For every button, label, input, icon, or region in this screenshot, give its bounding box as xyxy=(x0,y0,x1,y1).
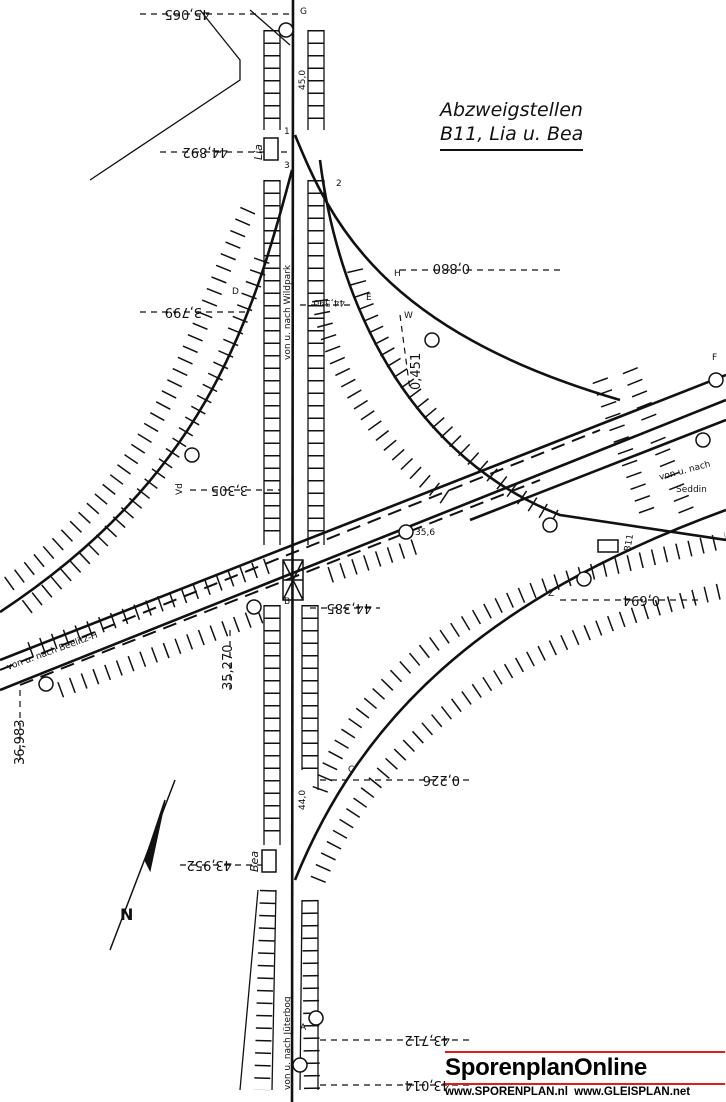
logo-name: SporenplanOnline xyxy=(445,1054,647,1081)
switch-3: 3 xyxy=(284,161,290,171)
station-bea: Bea xyxy=(248,851,261,872)
sporenplan-logo: SporenplanOnline www.SPORENPLAN.nl www.G… xyxy=(445,1050,725,1098)
km-marker: 0,880 xyxy=(433,260,470,275)
km-marker: 44,892 xyxy=(183,144,229,159)
km-marker: 0,451 xyxy=(409,353,424,390)
signal-f: F xyxy=(712,353,717,363)
north-label: N xyxy=(120,905,133,924)
switch-1: 1 xyxy=(284,127,290,137)
direction-jueterbog: von u. nach Jüterbog xyxy=(283,996,293,1090)
embankment xyxy=(0,30,726,1091)
signal-e: E xyxy=(366,293,372,303)
signal-h: H xyxy=(394,269,401,279)
direction-wildpark: von u. nach Wildpark xyxy=(283,264,293,360)
km-marker: 36,983 xyxy=(13,720,28,766)
km-marker: 43,014 xyxy=(405,1077,451,1092)
km-marker: 35,270 xyxy=(221,645,236,691)
logo-rule xyxy=(445,1083,725,1085)
logo-url-gleisplan[interactable]: www.GLEISPLAN.net xyxy=(574,1086,691,1098)
km-marker: 3,799 xyxy=(165,304,202,319)
km-marker: 43,712 xyxy=(405,1032,451,1047)
km-marker: 44,590 xyxy=(313,297,345,307)
signal-a: A xyxy=(300,1023,307,1033)
speed-marker: 45,0 xyxy=(298,70,308,90)
signal-w: W xyxy=(404,311,413,321)
signal-vd: Vd xyxy=(175,483,185,495)
title-line2: B11, Lia u. Bea xyxy=(440,123,584,145)
direction-seddin-line1: von u. nach xyxy=(658,460,711,483)
station-lia: Lia xyxy=(252,144,265,160)
signal-c: C xyxy=(348,765,354,775)
signal-d: D xyxy=(232,287,239,297)
title-line1: Abzweigstellen xyxy=(440,99,583,121)
km-marker: 45,065 xyxy=(165,6,211,21)
embankment-edges xyxy=(89,9,325,1091)
signal-b: B xyxy=(284,597,290,607)
station-b11: B11 xyxy=(623,533,636,552)
km-marker: 44,385 xyxy=(327,600,373,615)
logo-url-sporenplan[interactable]: www.SPORENPLAN.nl xyxy=(445,1086,568,1098)
km-marker: 0,694 xyxy=(623,592,660,607)
km-marker: 3,305 xyxy=(211,482,248,497)
north-arrow-icon xyxy=(109,779,176,951)
secondary-track xyxy=(0,429,601,686)
bridge xyxy=(282,559,304,601)
diagram-title: Abzweigstellen B11, Lia u. Bea xyxy=(440,98,584,151)
km-marker-lines xyxy=(19,13,700,1086)
km-marker: 43,952 xyxy=(187,857,233,872)
km-marker: 0,226 xyxy=(423,772,460,787)
signal-g: G xyxy=(300,7,307,17)
signal-z: Z xyxy=(548,589,554,599)
logo-rule xyxy=(445,1051,725,1053)
bridge-label: 35,6 xyxy=(415,528,435,538)
switch-2: 2 xyxy=(336,179,342,189)
signals xyxy=(38,22,724,1073)
speed-marker: 44,0 xyxy=(298,790,308,810)
direction-seddin-line2: Seddin xyxy=(676,485,707,495)
station-boxes xyxy=(261,137,619,873)
